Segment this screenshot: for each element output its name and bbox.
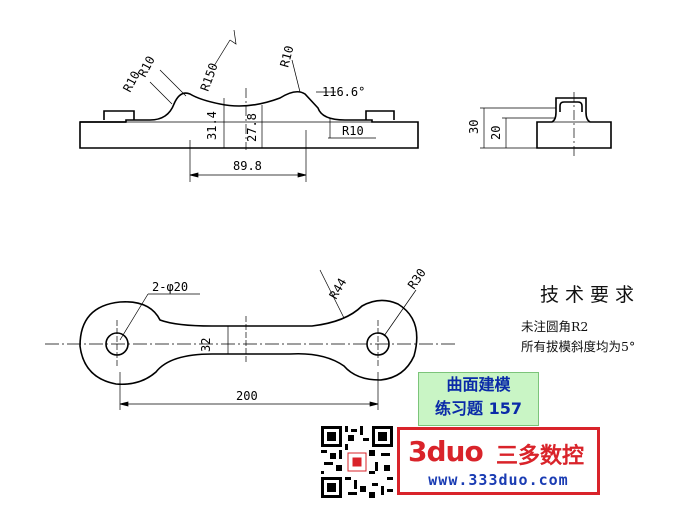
brand-banner: 3duo 三多数控 www.333duo.com xyxy=(397,427,600,495)
front-height-1: 31.4 xyxy=(205,111,219,140)
front-view-dimensions xyxy=(149,29,376,182)
top-length: 200 xyxy=(236,389,258,403)
notes-line-2: 所有拔模斜度均为5° xyxy=(521,339,636,354)
brand-name: 三多数控 xyxy=(496,444,585,469)
notes-line-1: 未注圆角R2 xyxy=(521,319,589,334)
front-angle: 116.6° xyxy=(322,85,365,99)
hole-label: 2-φ20 xyxy=(152,280,188,294)
top-view-dimensions xyxy=(45,269,455,410)
front-width: 89.8 xyxy=(233,159,262,173)
brand-url: www.333duo.com xyxy=(428,471,569,489)
front-height-2: 27.8 xyxy=(245,113,259,142)
front-view xyxy=(79,90,419,149)
side-height-1: 30 xyxy=(467,120,481,134)
exercise-badge: 曲面建模 练习题 157 xyxy=(418,372,539,426)
top-width: 32 xyxy=(199,338,213,352)
top-view xyxy=(79,299,418,386)
side-height-2: 20 xyxy=(489,126,503,140)
brand-logo: 3duo xyxy=(408,435,484,468)
side-view-labels: 30 20 xyxy=(467,120,503,140)
side-view-dimensions xyxy=(480,107,556,149)
side-view xyxy=(536,92,612,156)
badge-line-1: 曲面建模 xyxy=(446,375,511,394)
top-radius-r30: R30 xyxy=(405,266,429,292)
front-radius-r150: R150 xyxy=(198,61,221,93)
front-view-labels: R10 R10 R150 R10 R10 116.6° 31.4 27.8 89… xyxy=(120,44,365,173)
front-radius-2: R10 xyxy=(135,54,158,80)
front-radius-3: R10 xyxy=(277,44,296,69)
top-view-labels: 2-φ20 R44 R30 32 200 xyxy=(152,266,429,403)
top-radius-r44: R44 xyxy=(326,276,349,302)
badge-line-2: 练习题 157 xyxy=(435,399,522,418)
notes-title: 技术要求 xyxy=(540,284,641,306)
front-radius-4: R10 xyxy=(342,124,364,138)
qr-code-image xyxy=(321,426,393,498)
